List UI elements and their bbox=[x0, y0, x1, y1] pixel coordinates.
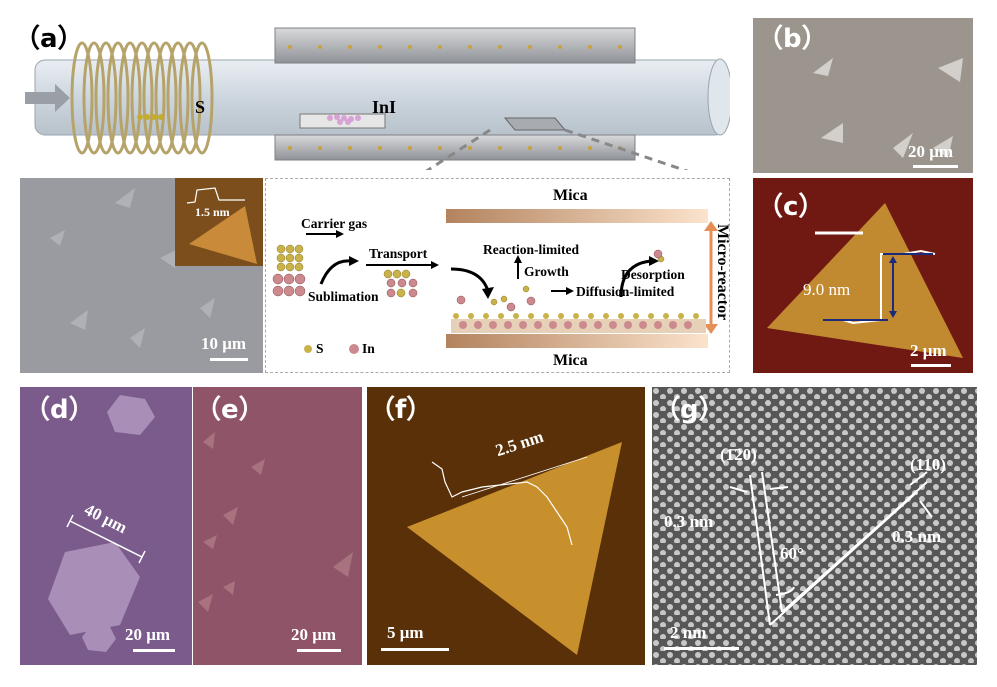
panel-d-scale-bar bbox=[133, 649, 175, 652]
panel-e-flakes bbox=[198, 432, 353, 612]
optical-flakes bbox=[50, 188, 215, 348]
panel-b-scale-text: 20 μm bbox=[908, 142, 954, 161]
furnace-top bbox=[274, 27, 636, 64]
gas-inlet-arrow bbox=[25, 84, 70, 112]
panel-e-scale-bar bbox=[297, 649, 341, 652]
reaction-limited-label: Reaction-limited bbox=[483, 242, 579, 257]
panel-g-scale-bar bbox=[664, 647, 739, 650]
panel-c-scale-bar bbox=[911, 364, 951, 367]
furnace-bottom bbox=[274, 134, 636, 161]
panel-c-scale-text: 2 μm bbox=[910, 341, 947, 360]
panel-b-label: （b） bbox=[757, 24, 828, 54]
afm-inset-height: 1.5 nm bbox=[195, 205, 230, 219]
mica-bottom-bar bbox=[446, 334, 708, 348]
panel-a-label: （a） bbox=[14, 24, 84, 54]
panel-f-scale-text: 5 μm bbox=[387, 623, 424, 642]
panel-b-scale-bar bbox=[913, 165, 958, 168]
panel-b: （b） 20 μm bbox=[753, 18, 973, 173]
afm-inset: 1.5 nm bbox=[175, 178, 263, 266]
sulfur-powder bbox=[137, 114, 164, 120]
panel-c-label: （c） bbox=[757, 192, 825, 222]
panel-g-tem bbox=[652, 387, 977, 665]
panel-e: （e） 20 μm bbox=[193, 387, 362, 665]
panel-c-afm bbox=[767, 203, 963, 358]
panel-b-flakes bbox=[813, 58, 963, 158]
panel-f-scale-bar bbox=[381, 648, 449, 651]
panel-g-plane1: (1̄20) bbox=[720, 445, 757, 464]
panel-g-label: （g） bbox=[654, 395, 725, 425]
panel-d-flakes bbox=[48, 395, 155, 652]
panel-g-d1: 0.3 nm bbox=[664, 512, 714, 531]
panel-a-optical: 1.5 nm 10 μm bbox=[20, 178, 263, 373]
panel-g-d2: 0.3 nm bbox=[892, 527, 942, 546]
panel-g-scale-text: 2 nm bbox=[670, 623, 707, 642]
carrier-gas-label: Carrier gas bbox=[301, 216, 368, 231]
panel-f-label: （f） bbox=[369, 395, 433, 425]
deposited-layer bbox=[451, 313, 706, 333]
panel-e-label: （e） bbox=[195, 395, 265, 425]
panel-a-scale-bar bbox=[210, 358, 248, 361]
source-s-label: S bbox=[195, 97, 206, 117]
legend-in-label: In bbox=[362, 341, 375, 356]
panel-d-scale-text: 20 μm bbox=[125, 625, 171, 644]
growth-label: Growth bbox=[524, 264, 569, 279]
mica-bottom-label: Mica bbox=[553, 352, 588, 369]
mica-substrate bbox=[503, 117, 567, 131]
mica-top-bar bbox=[446, 209, 708, 223]
transport-label: Transport bbox=[369, 246, 428, 261]
panel-c: （c） 9.0 nm 2 μm bbox=[753, 178, 973, 373]
micro-reactor-label: Micro-reactor bbox=[714, 224, 731, 321]
panel-a-scale-text: 10 μm bbox=[201, 334, 247, 353]
mica-top-label: Mica bbox=[553, 187, 588, 204]
growth-schematic bbox=[272, 209, 718, 354]
diffusion-limited-label: Diffusion-limited bbox=[576, 284, 675, 299]
desorption-label: Desorption bbox=[621, 267, 685, 282]
panel-g-plane2: (110) bbox=[910, 455, 946, 474]
panel-d: （d） 40 μm 20 μm bbox=[20, 387, 192, 665]
panel-f: （f） 2.5 nm 5 μm bbox=[367, 387, 645, 665]
panel-a-furnace: （a） S InI bbox=[0, 0, 730, 170]
panel-a-diagram: Mica Mica Carrier gas Transport Sublimat… bbox=[265, 178, 731, 373]
heating-coil bbox=[70, 41, 214, 155]
panel-c-height: 9.0 nm bbox=[803, 280, 851, 299]
panel-e-scale-text: 20 μm bbox=[291, 625, 337, 644]
panel-f-afm bbox=[407, 442, 622, 655]
legend-s-label: S bbox=[316, 341, 324, 356]
panel-g-angle: 60° bbox=[780, 544, 804, 563]
sublimation-label: Sublimation bbox=[308, 289, 379, 304]
source-ini-label: InI bbox=[372, 97, 397, 117]
panel-g: （g） (1̄20) (110) 0.3 nm 0.3 nm 60° 2 nm bbox=[652, 387, 977, 665]
panel-d-label: （d） bbox=[24, 395, 95, 425]
furnace-illustration bbox=[25, 27, 730, 170]
